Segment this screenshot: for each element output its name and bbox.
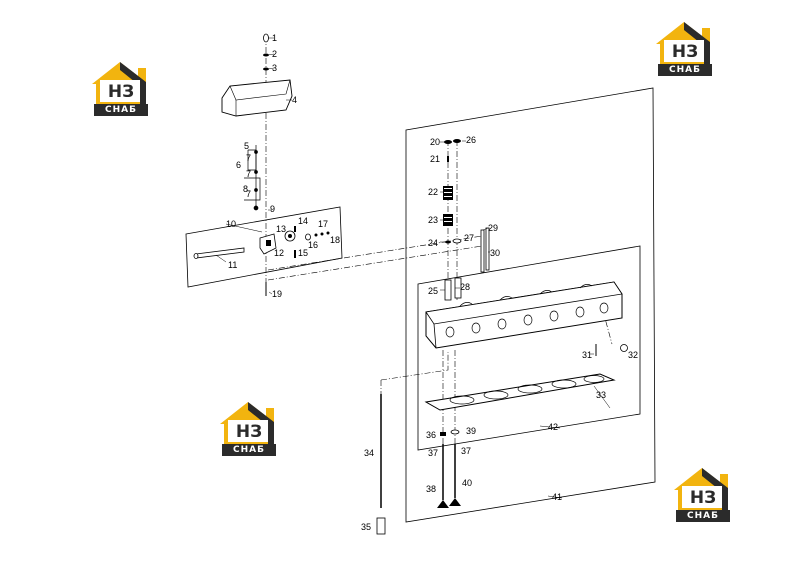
parts-20-26-valve-caps [444,139,461,162]
part-33-head-gasket [424,373,616,411]
leader-lines [215,37,611,499]
house-logo-icon [674,468,728,510]
callout-25: 25 [428,286,438,296]
callout-37b: 37 [461,446,471,456]
axis-pushrod-link [380,352,449,381]
logo-wordmark: СНАБ [94,104,148,116]
callout-36: 36 [426,430,436,440]
part-13-rocker-support [284,230,296,242]
logo-monogram: НЗ [235,422,263,442]
logo-monogram: НЗ [107,82,135,102]
logo-monogram: НЗ [671,42,699,62]
frame-41-outer [405,87,656,523]
house-logo-icon [656,22,710,64]
callout-19: 19 [272,289,282,299]
callout-10: 10 [226,219,236,229]
axis-bolt-31 [599,299,613,345]
part-1-nut [263,33,269,43]
part-22-valve-spring-outer [443,186,453,200]
part-12-rocker-arm [259,233,277,255]
callout-11: 11 [228,260,237,270]
callout-9: 9 [270,204,275,214]
parts-36-39-seals [440,429,460,436]
logo-wordmark: СНАБ [676,510,730,522]
callout-33: 33 [596,390,606,400]
part-35-tappet [376,517,386,535]
parts-5-9-stud-bracket [244,145,261,211]
callout-23: 23 [428,215,438,225]
watermark-logo-top-left: НЗ СНАБ [90,60,152,118]
callout-17: 17 [318,219,328,229]
watermark-logo-top-right: НЗ СНАБ [654,20,716,78]
callout-13: 13 [276,224,286,234]
part-40-exhaust-valve [449,444,461,506]
callout-24: 24 [428,238,438,248]
callout-18: 18 [330,235,340,245]
parts-24-27-spring-seats [445,238,462,244]
callout-4: 4 [292,95,297,105]
callout-38: 38 [426,484,436,494]
logo-wordmark: СНАБ [658,64,712,76]
callout-31: 31 [582,350,592,360]
logo-monogram: НЗ [689,488,717,508]
parts-14-18-fasteners [294,226,330,258]
callout-12: 12 [274,248,284,258]
callout-labels: 1 2 3 4 5 6 7 7 7 8 9 10 11 12 13 14 15 … [226,33,638,532]
callout-20: 20 [430,137,440,147]
callout-7b: 7 [246,169,251,179]
part-23-valve-spring-inner [443,214,453,226]
part-38-intake-valve [437,444,449,508]
watermark-logo-mid-left: НЗ СНАБ [218,400,280,458]
callout-26: 26 [466,135,476,145]
callout-41: 41 [552,492,562,502]
house-logo-icon [92,62,146,104]
callout-6: 6 [236,160,241,170]
callout-1: 1 [272,33,277,43]
callout-28: 28 [460,282,470,292]
axis-rocker-link-2 [267,245,483,281]
callout-3: 3 [272,63,277,73]
frame-42-inner [417,245,641,451]
callout-15: 15 [298,248,308,258]
callout-40: 40 [462,478,472,488]
callout-30: 30 [490,248,500,258]
callout-42: 42 [548,422,558,432]
callout-34: 34 [364,448,374,458]
part-11-rocker-shaft [193,247,245,259]
callout-8: 8 [243,184,248,194]
callout-22: 22 [428,187,438,197]
house-logo-icon [220,402,274,444]
callout-27: 27 [464,233,474,243]
part-3-seal [263,67,269,71]
callout-7a: 7 [246,153,251,163]
callout-5: 5 [244,141,249,151]
callout-35: 35 [361,522,371,532]
callout-7c: 7 [246,189,251,199]
callout-39: 39 [466,426,476,436]
cylinder-head [425,281,623,349]
logo-wordmark: СНАБ [222,444,276,456]
part-4-valve-cover [221,79,293,117]
callout-16: 16 [308,240,318,250]
watermark-logo-bottom-right: НЗ СНАБ [672,466,734,524]
part-2-washer [263,53,269,57]
callout-14: 14 [298,216,308,226]
parts-31-32-plug [595,344,628,356]
parts-25-28-valve-guides [444,277,462,301]
callout-21: 21 [430,154,440,164]
callout-37a: 37 [428,448,438,458]
callout-32: 32 [628,350,638,360]
callout-2: 2 [272,49,277,59]
callout-29: 29 [488,223,498,233]
parts-29-30-push-tubes [480,227,490,273]
